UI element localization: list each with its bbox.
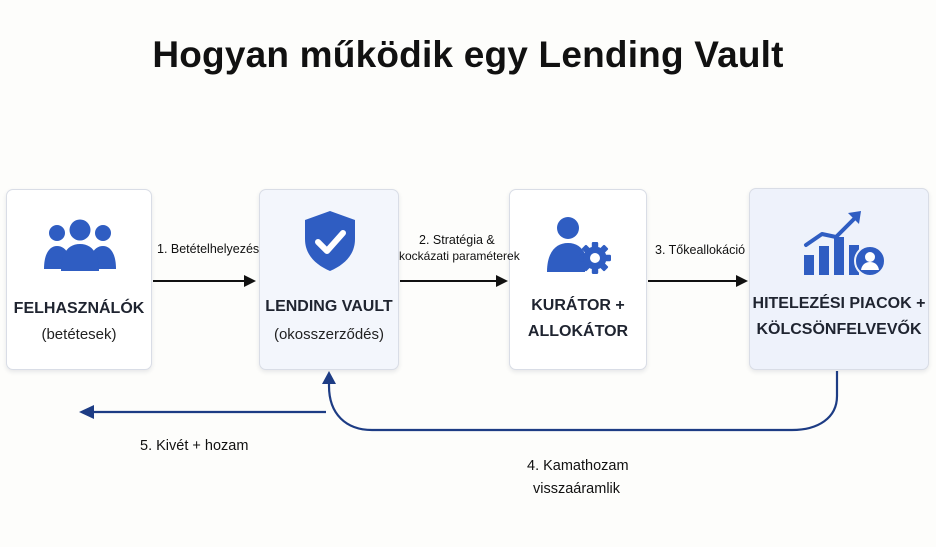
markets-title-line1: HITELEZÉSI PIACOK + [752, 295, 926, 312]
markets-title-line2: KÖLCSÖNFELVEVŐK [756, 321, 922, 338]
vault-title: LENDING VAULT [265, 298, 393, 315]
curator-title-line2: ALLOKÁTOR [527, 323, 629, 340]
curator-title-line1: KURÁTOR + [531, 297, 625, 314]
interest-label-line2: visszaáramlik [533, 481, 621, 497]
interest-label-line1: 4. Kamathozam [527, 458, 629, 474]
strategy-arrow [400, 275, 508, 287]
lending-vault-node: LENDING VAULT (okosszerződés) [259, 189, 399, 370]
users-subtitle: (betétesek) [41, 326, 117, 343]
page-title: Hogyan működik egy Lending Vault [152, 34, 784, 75]
growth-chart-user-icon [804, 211, 886, 277]
user-gear-icon [547, 217, 611, 274]
curator-node: KURÁTOR + ALLOKÁTOR [509, 189, 647, 370]
strategy-label-line2: kockázati paraméterek [399, 249, 520, 263]
allocation-arrow [648, 275, 748, 287]
deposit-label: 1. Betételhelyezés [157, 242, 260, 256]
deposit-arrow [153, 275, 256, 287]
users-title: FELHASZNÁLÓK [13, 300, 145, 317]
users-node: FELHASZNÁLÓK (betétesek) [6, 189, 152, 370]
shield-check-icon [305, 211, 355, 271]
withdraw-arrow [79, 405, 326, 419]
interest-return-arrow [322, 371, 839, 432]
lending-markets-node: HITELEZÉSI PIACOK + KÖLCSÖNFELVEVŐK [749, 188, 929, 370]
users-group-icon [44, 219, 116, 271]
vault-subtitle: (okosszerződés) [273, 326, 385, 343]
strategy-label-line1: 2. Stratégia & [419, 233, 495, 247]
withdraw-label: 5. Kivét + hozam [140, 438, 249, 454]
allocation-label: 3. Tőkeallokáció [655, 243, 746, 257]
